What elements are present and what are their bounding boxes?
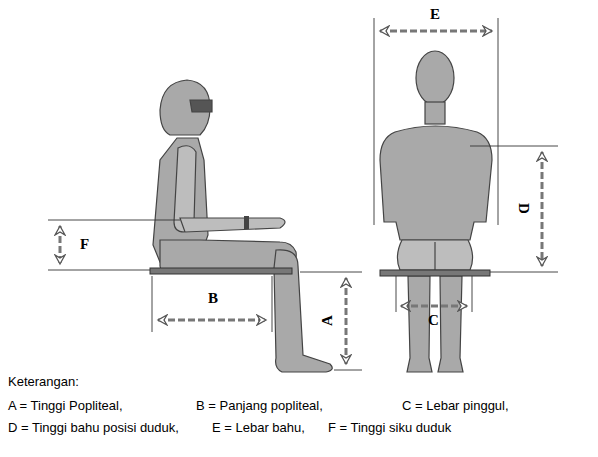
extension-lines — [48, 18, 558, 370]
dimension-letter: F — [80, 236, 89, 253]
legend-entry: E = Lebar bahu, — [212, 420, 305, 435]
seat — [380, 270, 490, 276]
dimension-letter: D — [515, 203, 532, 214]
dimension-letter: B — [208, 290, 218, 307]
dimension-letter: C — [428, 312, 439, 329]
dimension-letter: E — [430, 6, 440, 23]
legend-entry: D = Tinggi bahu posisi duduk, — [8, 420, 179, 435]
legend-entry: B = Panjang popliteal, — [196, 398, 323, 413]
side-figure — [153, 80, 332, 372]
legend-entry: F = Tinggi siku duduk — [328, 420, 451, 435]
seat — [150, 268, 292, 274]
legend-heading: Keterangan: — [8, 374, 79, 389]
legend-entry: C = Lebar pinggul, — [402, 398, 509, 413]
legend-entry: A = Tinggi Popliteal, — [8, 398, 123, 413]
dimension-arrows — [60, 31, 542, 364]
dimension-letter: A — [319, 315, 336, 326]
back-figure — [380, 51, 492, 372]
